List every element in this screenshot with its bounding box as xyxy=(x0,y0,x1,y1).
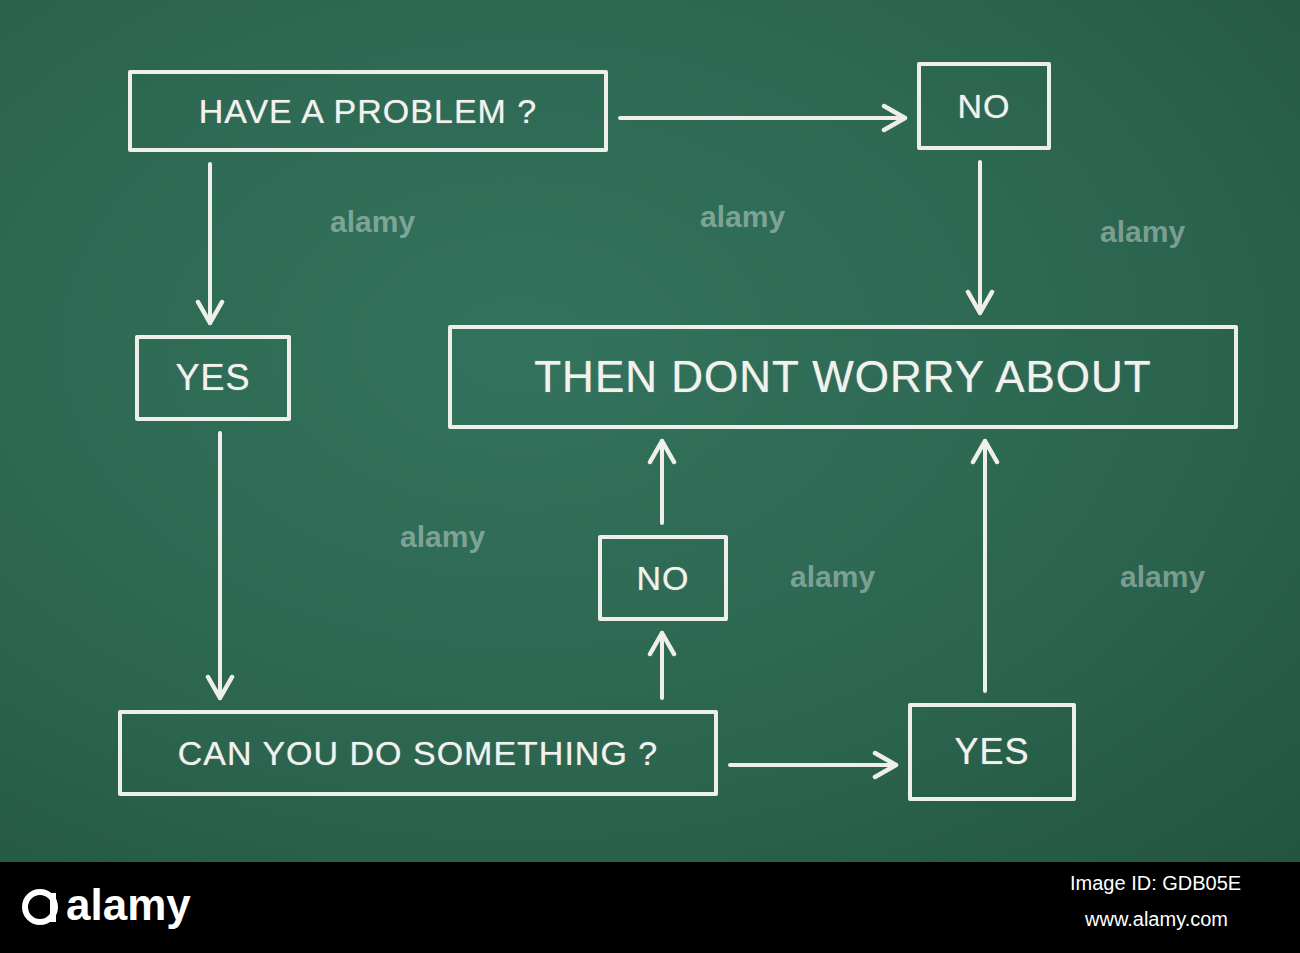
process-box: CAN YOU DO SOMETHING ? xyxy=(118,710,718,796)
box-label: YES xyxy=(954,731,1029,773)
flow-arrow xyxy=(660,441,664,523)
flow-arrow xyxy=(660,633,664,698)
flow-arrow xyxy=(983,441,987,691)
watermark: alamy xyxy=(700,200,785,234)
process-box: NO xyxy=(598,535,728,621)
flow-arrow xyxy=(978,162,982,313)
watermark: alamy xyxy=(400,520,485,554)
box-label: NO xyxy=(958,87,1011,126)
flow-arrow xyxy=(620,116,905,120)
box-label: CAN YOU DO SOMETHING ? xyxy=(178,734,658,773)
watermark: alamy xyxy=(790,560,875,594)
box-label: NO xyxy=(637,559,690,598)
box-label: THEN DONT WORRY ABOUT xyxy=(534,352,1152,402)
image-id: Image ID: GDB05E xyxy=(1070,872,1241,895)
logo-text: alamy xyxy=(66,880,191,930)
box-label: HAVE A PROBLEM ? xyxy=(199,92,538,131)
flow-arrow xyxy=(218,433,222,698)
logo-ring xyxy=(25,892,55,922)
chalkboard xyxy=(0,0,1300,862)
watermark: alamy xyxy=(330,205,415,239)
watermark: alamy xyxy=(1120,560,1205,594)
process-box: YES xyxy=(135,335,291,421)
flow-arrow xyxy=(730,763,896,767)
flow-arrow xyxy=(208,164,212,323)
process-box: YES xyxy=(908,703,1076,801)
process-box: NO xyxy=(917,62,1051,150)
box-label: YES xyxy=(175,357,250,399)
process-box: THEN DONT WORRY ABOUT xyxy=(448,325,1238,429)
watermark: alamy xyxy=(1100,215,1185,249)
site-url: www.alamy.com xyxy=(1085,908,1228,931)
process-box: HAVE A PROBLEM ? xyxy=(128,70,608,152)
logo-stem xyxy=(50,893,56,922)
